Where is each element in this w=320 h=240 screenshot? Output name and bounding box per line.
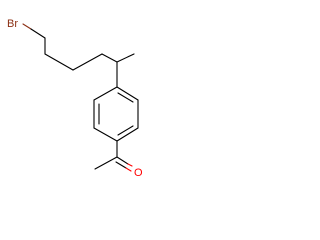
- bond-br-c1: [22, 23, 32, 30]
- bond-c1-c1b: [30, 28, 46, 39]
- bond-c4-c5: [101, 53, 118, 63]
- bond-carbonyl-o-1: [116, 156, 129, 165]
- bond-c5-methyl: [116, 53, 135, 63]
- bond-c2-c3: [44, 53, 74, 71]
- oxygen-atom-label: O: [134, 167, 143, 179]
- ring-bond-1: [116, 86, 139, 101]
- bond-carbonyl-o-2: [115, 161, 127, 169]
- ring-bond-4: [93, 127, 118, 142]
- bromine-atom-label: Br: [7, 18, 18, 30]
- bond-carbonyl-methyl: [94, 156, 118, 170]
- bond-carbonyl-o-2-red: [125, 167, 132, 172]
- ring-inner-double-2: [117, 125, 134, 136]
- ring-bond-6: [93, 86, 118, 101]
- bond-c3-c4: [72, 53, 103, 71]
- molecule-structure: Br O: [7, 18, 143, 179]
- bond-carbonyl-o-1-red: [127, 163, 133, 167]
- ring-bond-3: [116, 127, 139, 142]
- ring-inner-double-1: [117, 92, 134, 103]
